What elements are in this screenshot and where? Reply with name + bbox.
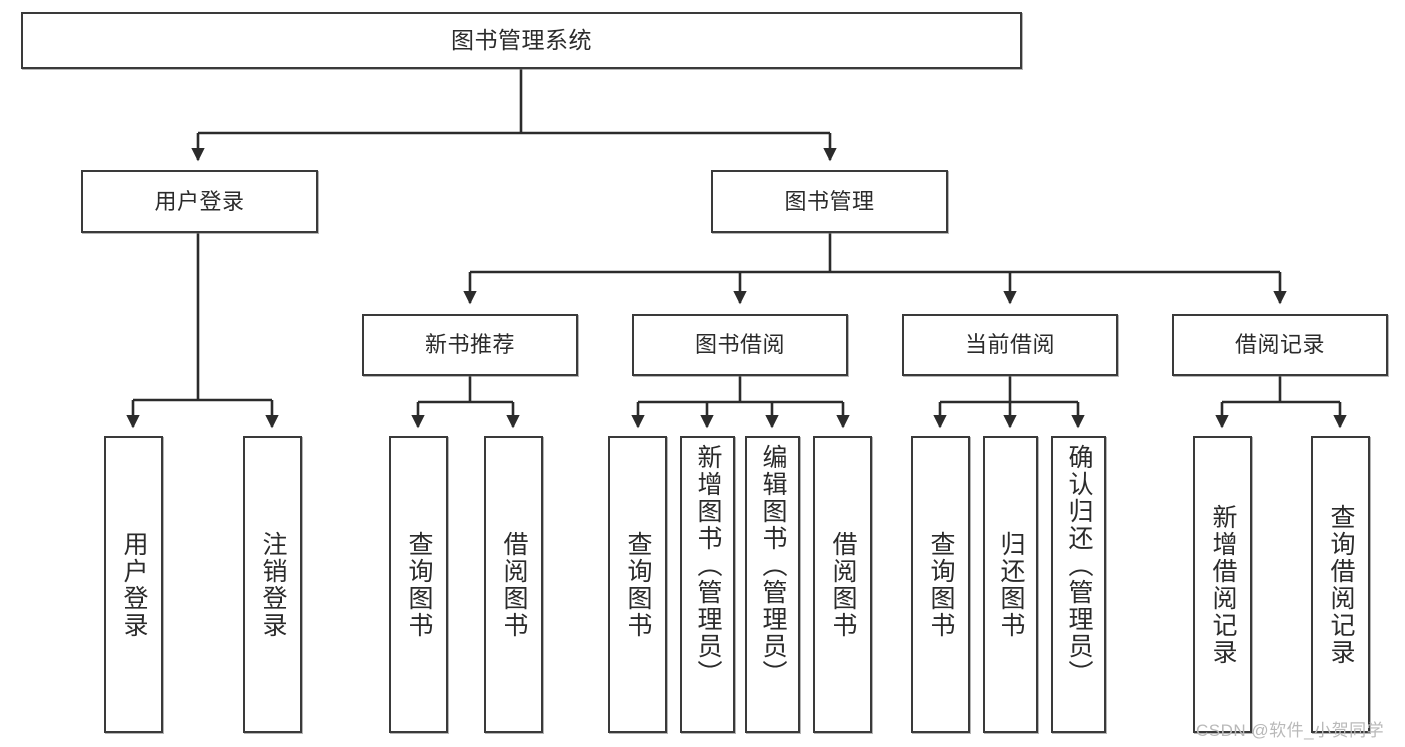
node-leaf-borrow-book[interactable]: 借阅图书	[813, 436, 872, 733]
csdn-watermark: CSDN @软件_小贺同学	[1196, 721, 1385, 740]
node-leaf-query-book-recommend[interactable]: 查询图书	[389, 436, 448, 733]
node-label: 确认归还（管理员）	[1065, 444, 1093, 687]
node-leaf-borrow-book-recommend[interactable]: 借阅图书	[484, 436, 543, 733]
node-leaf-query-book-current[interactable]: 查询图书	[911, 436, 970, 733]
node-root-book-management-system[interactable]: 图书管理系统	[21, 12, 1022, 69]
node-label: 图书管理	[784, 188, 875, 214]
node-leaf-add-book-admin[interactable]: 新增图书（管理员）	[680, 436, 735, 733]
node-label: 新增图书（管理员）	[694, 444, 722, 687]
node-label: 注销登录	[259, 530, 287, 639]
node-leaf-user-login[interactable]: 用户登录	[104, 436, 163, 733]
node-book-borrow[interactable]: 图书借阅	[632, 314, 848, 376]
node-new-book-recommend[interactable]: 新书推荐	[362, 314, 578, 376]
node-leaf-edit-book-admin[interactable]: 编辑图书（管理员）	[745, 436, 800, 733]
node-label: 当前借阅	[964, 332, 1055, 358]
node-leaf-return-book[interactable]: 归还图书	[983, 436, 1038, 733]
node-label: 图书借阅	[694, 332, 785, 358]
node-leaf-add-borrow-record[interactable]: 新增借阅记录	[1193, 436, 1252, 733]
node-label: 借阅图书	[829, 530, 857, 639]
node-leaf-logout-login[interactable]: 注销登录	[243, 436, 302, 733]
node-leaf-query-book-borrow[interactable]: 查询图书	[608, 436, 667, 733]
node-label: 编辑图书（管理员）	[759, 444, 787, 687]
node-leaf-confirm-return-admin[interactable]: 确认归还（管理员）	[1051, 436, 1106, 733]
node-label: 查询借阅记录	[1327, 503, 1355, 666]
node-book-management[interactable]: 图书管理	[711, 170, 948, 233]
node-user-login[interactable]: 用户登录	[81, 170, 318, 233]
node-current-borrow[interactable]: 当前借阅	[902, 314, 1118, 376]
node-label: 借阅记录	[1234, 332, 1325, 358]
node-label: 归还图书	[997, 530, 1025, 639]
node-label: 查询图书	[405, 530, 433, 639]
node-label: 查询图书	[624, 530, 652, 639]
node-borrow-record[interactable]: 借阅记录	[1172, 314, 1388, 376]
node-leaf-query-borrow-record[interactable]: 查询借阅记录	[1311, 436, 1370, 733]
node-label: 新书推荐	[424, 332, 515, 358]
node-label: 图书管理系统	[451, 26, 592, 53]
node-label: 查询图书	[927, 530, 955, 639]
node-label: 借阅图书	[500, 530, 528, 639]
node-label: 新增借阅记录	[1209, 503, 1237, 666]
node-label: 用户登录	[154, 188, 245, 214]
node-label: 用户登录	[120, 530, 148, 639]
